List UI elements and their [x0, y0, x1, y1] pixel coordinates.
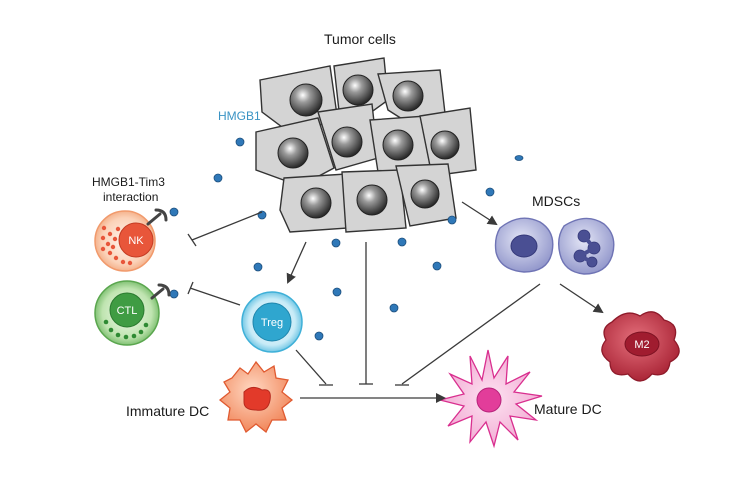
m2-macrophage	[601, 311, 680, 382]
treg-cell-label: Treg	[261, 317, 283, 329]
tumor-cells-label: Tumor cells	[324, 31, 396, 47]
treg-cell	[241, 291, 303, 353]
nucleus	[430, 130, 460, 160]
tim3-receptor-icon	[154, 208, 168, 222]
connectors	[187, 201, 604, 403]
inhibit-line-treg-dc	[295, 349, 327, 385]
hmgb1-dots	[169, 137, 524, 341]
mature-dc	[439, 349, 543, 449]
tim3-interaction-label-line1: HMGB1-Tim3	[92, 175, 165, 189]
immature-dc-nucleus	[243, 386, 271, 411]
nucleus	[382, 129, 414, 161]
nucleus	[392, 80, 424, 112]
nk-cell-label: NK	[128, 235, 144, 247]
nucleus	[356, 184, 388, 216]
hmgb1-dot	[169, 207, 179, 217]
inhibit-line-treg-ctl	[189, 287, 241, 306]
hmgb1-dot	[432, 261, 442, 271]
nk-granules	[100, 225, 133, 266]
ctl-granules	[103, 319, 149, 340]
nucleus	[289, 83, 323, 117]
m2-nucleus	[624, 331, 660, 357]
tim3-receptor-icon	[157, 283, 171, 297]
mdsc-cell-left	[494, 217, 554, 273]
hmgb1-label: HMGB1	[218, 109, 261, 123]
mdsc-nucleus	[510, 234, 538, 258]
nucleus	[331, 126, 363, 158]
hmgb1-dot	[514, 155, 524, 161]
ctl-cell-label: CTL	[117, 305, 138, 317]
hmgb1-dot	[213, 173, 223, 183]
arrow-tumor-treg	[286, 241, 307, 284]
nk-cell	[94, 208, 168, 272]
tumor-nuclei	[277, 74, 460, 219]
hmgb1-dot	[235, 137, 245, 147]
hmgb1-dot	[253, 262, 263, 272]
immature-dc	[218, 360, 294, 434]
mature-dc-label: Mature DC	[534, 401, 602, 417]
hmgb1-dot	[397, 237, 407, 247]
nk-nucleus	[118, 222, 154, 258]
mdsc-body	[557, 217, 615, 275]
ctl-nucleus	[109, 292, 145, 328]
hmgb1-dot	[169, 289, 179, 299]
nucleus	[277, 137, 309, 169]
arrow-tumor-mdsc	[461, 201, 498, 226]
nucleus	[300, 187, 332, 219]
m2-cell-label: M2	[634, 339, 649, 351]
nucleus	[342, 74, 374, 106]
tim3-interaction-label-line2: interaction	[103, 190, 158, 204]
inhibit-line-tumor-nk	[191, 211, 263, 241]
mdsc-lobed-nucleus	[573, 229, 601, 268]
mature-dc-nucleus	[476, 387, 502, 413]
mdsc-cell-right	[557, 217, 615, 275]
hmgb1-dot	[447, 215, 457, 225]
hmgb1-dot	[332, 287, 342, 297]
mdscs-label: MDSCs	[532, 193, 580, 209]
hmgb1-dot	[331, 238, 341, 248]
inhibit-line-mdsc-dc	[401, 283, 541, 385]
nucleus	[410, 179, 440, 209]
tim3-receptor-icon	[146, 212, 162, 226]
hmgb1-dot	[314, 331, 324, 341]
inhibit-bar	[187, 281, 194, 295]
hmgb1-dot	[389, 303, 399, 313]
tim3-receptor-icon	[150, 287, 165, 300]
treg-nucleus	[252, 302, 292, 342]
hmgb1-dot	[485, 187, 495, 197]
ctl-cell	[94, 280, 171, 346]
arrow-mdsc-m2	[559, 283, 604, 314]
immature-dc-label: Immature DC	[126, 403, 209, 419]
inhibit-bar	[187, 233, 197, 247]
